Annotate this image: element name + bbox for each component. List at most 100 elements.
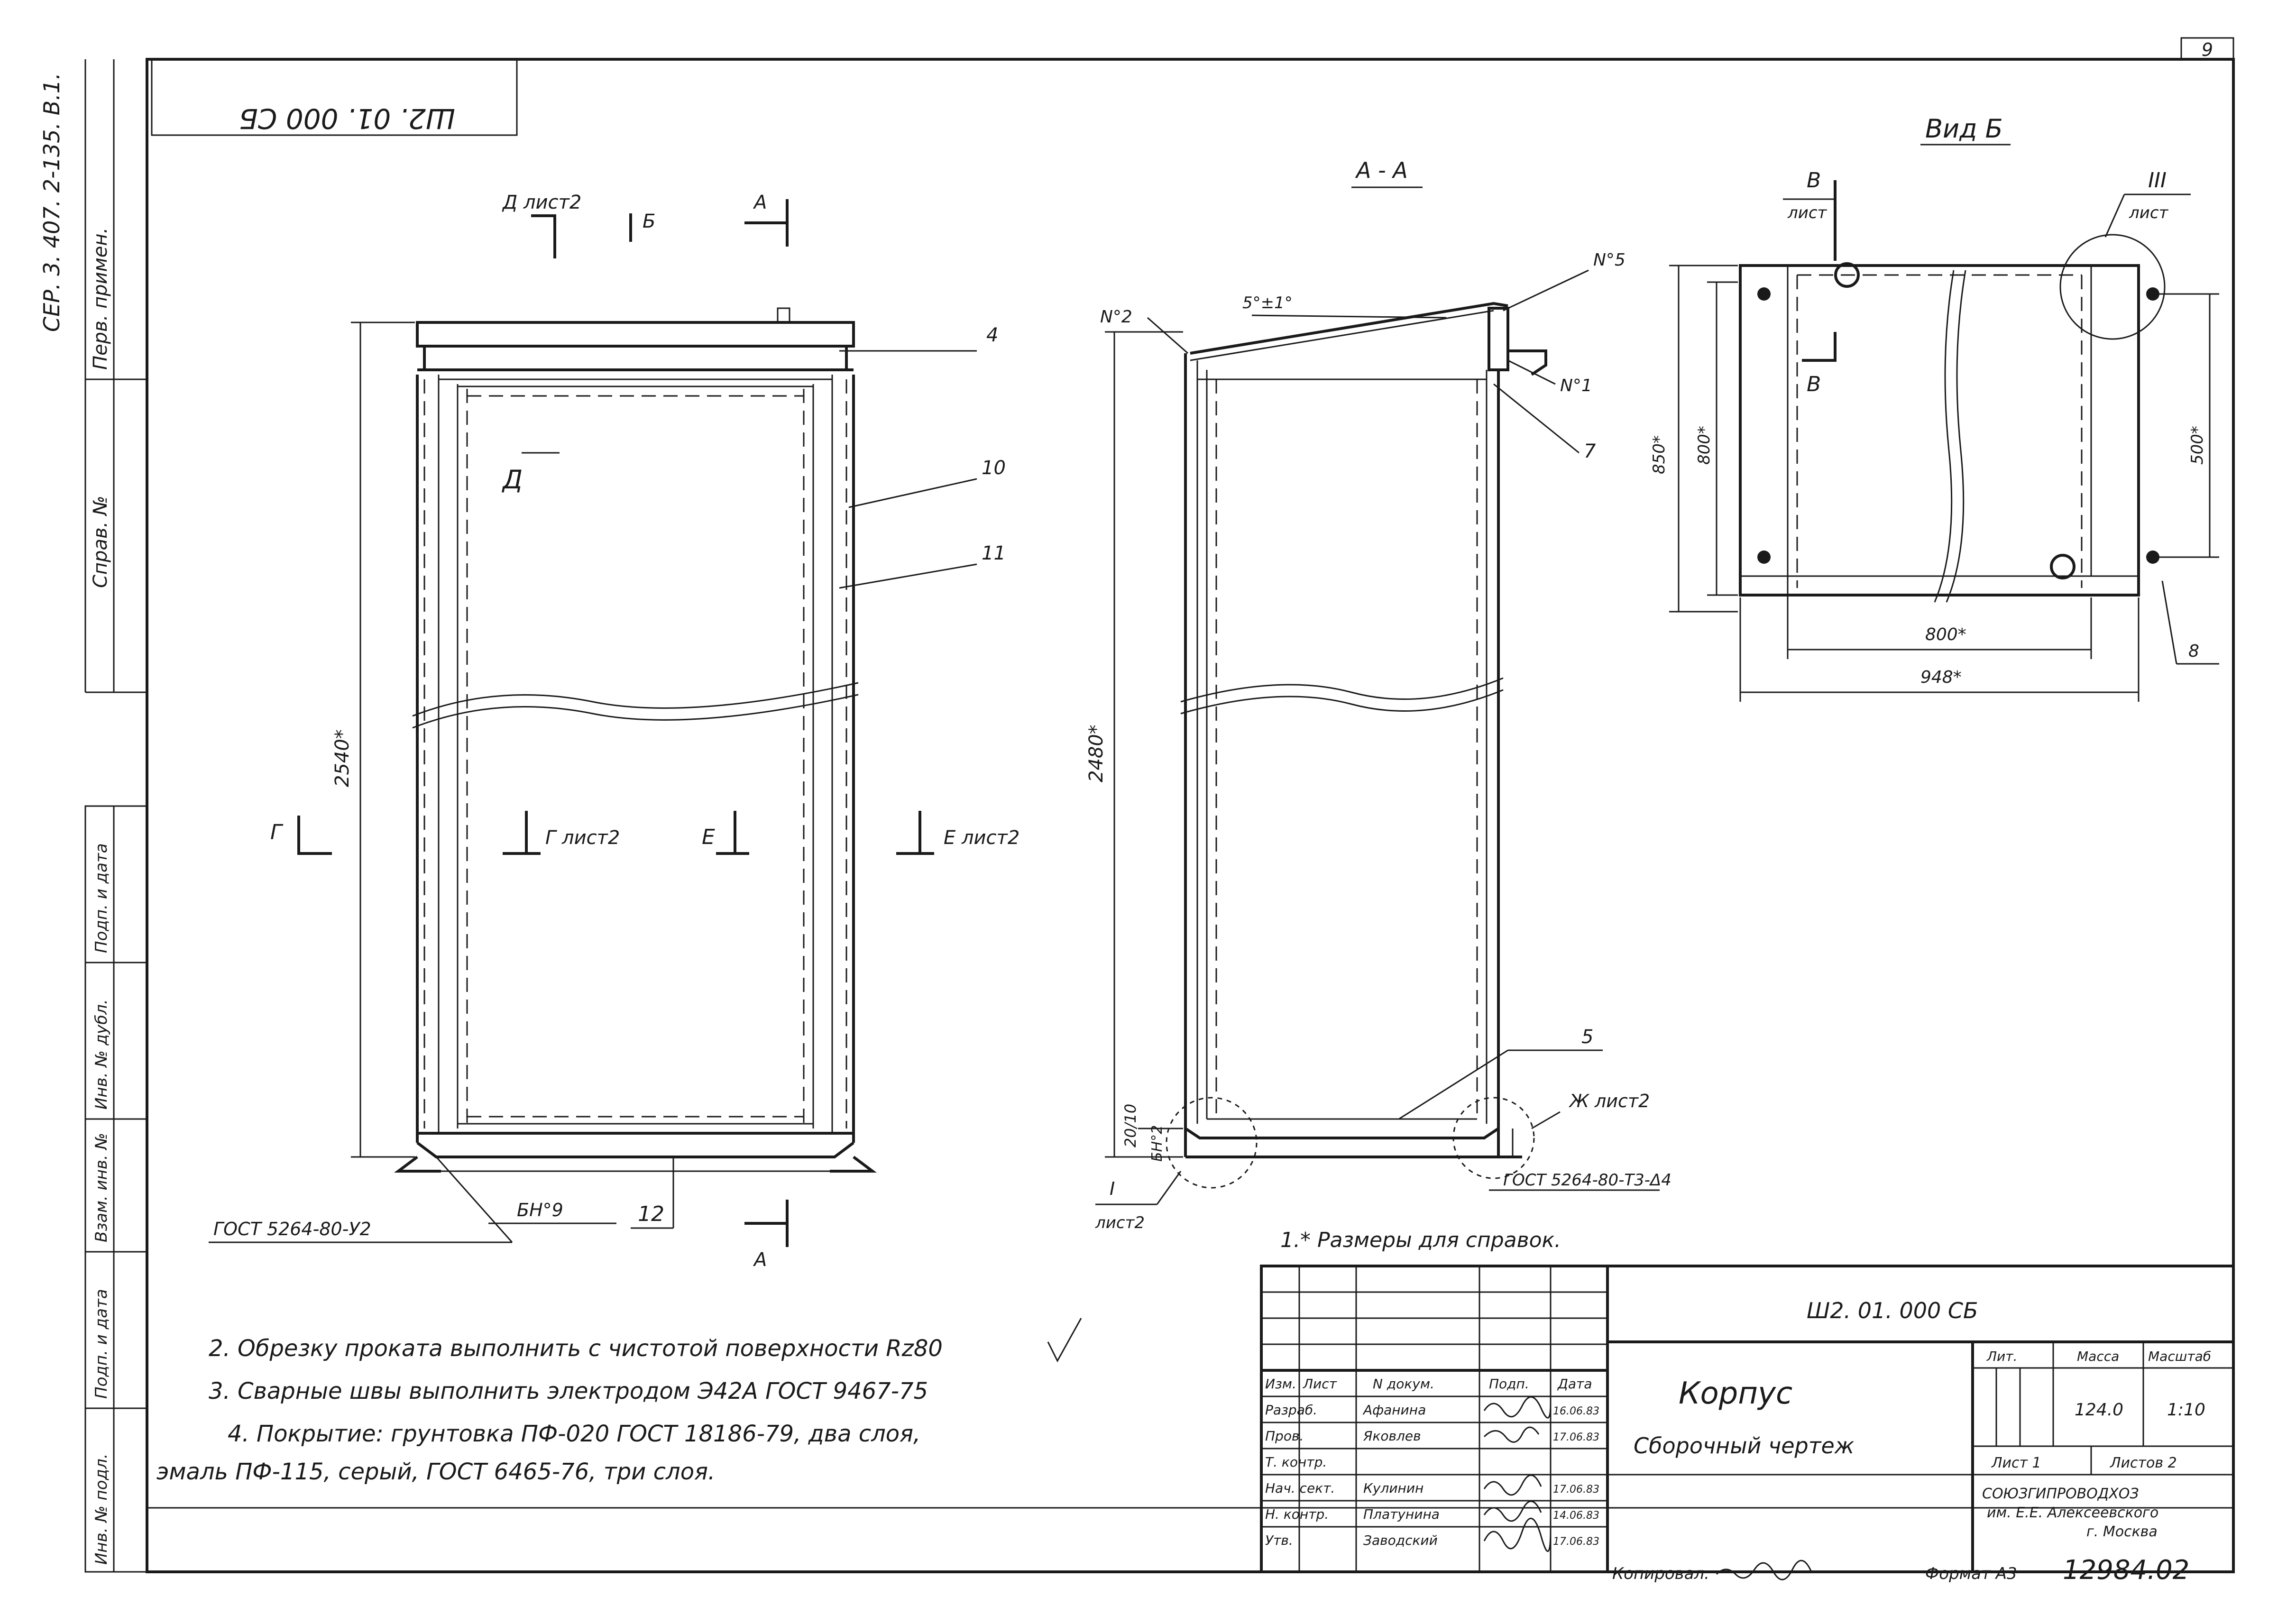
front-gost: ГОСТ 5264-80-У2 <box>213 1219 371 1239</box>
view-b-callout-8: 8 <box>2188 642 2199 661</box>
left-stamp-column: СЕР. 3. 407. 2-135. В.1. Перв. примен. С… <box>39 59 148 1573</box>
tb-name-2: Яковлев <box>1363 1428 1421 1444</box>
tb-org-2: им. Е.Е. Алексеевского <box>1987 1505 2158 1521</box>
section-gost: ГОСТ 5264-80-Т3-Δ4 <box>1503 1171 1671 1190</box>
front-cut-b: Б <box>643 211 655 232</box>
copied-label: Копировал: <box>1612 1564 1710 1583</box>
view-b: Вид Б В лист В III лист <box>1650 114 2219 702</box>
tb-name-6: Заводский <box>1363 1532 1438 1548</box>
front-cut-e: Е <box>702 825 715 849</box>
tb-date-1: 16.06.83 <box>1553 1405 1599 1417</box>
tb-name-4: Кулинин <box>1363 1480 1424 1496</box>
format-label: Формат А3 <box>1925 1564 2017 1583</box>
view-b-title: Вид Б <box>1925 114 2003 144</box>
section-detail-dim: 20/10 <box>1121 1104 1139 1147</box>
section-callout-n2-top: N°2 <box>1100 307 1132 327</box>
front-cut-e-list: Е лист2 <box>944 827 1019 849</box>
front-cut-g-list: Г лист2 <box>545 827 620 849</box>
note-4: 4. Покрытие: грунтовка ПФ-020 ГОСТ 18186… <box>228 1421 920 1447</box>
section-node-sheet: лист2 <box>1095 1213 1145 1232</box>
tb-role-2: Пров. <box>1265 1428 1304 1444</box>
view-b-cut-bottom: В <box>1807 372 1821 396</box>
tb-role-1: Разраб. <box>1265 1402 1317 1418</box>
view-b-dim-948: 948* <box>1920 668 1962 687</box>
note-1: 1.* Размеры для справок. <box>1280 1228 1561 1252</box>
tb-role-6: Утв. <box>1265 1532 1293 1548</box>
tb-date-2: 17.06.83 <box>1553 1431 1599 1443</box>
section-callout-n5: N°5 <box>1593 250 1626 270</box>
front-cut-d: Д лист2 <box>502 192 581 213</box>
tb-date-4: 17.06.83 <box>1553 1484 1599 1496</box>
stamp-label-3: Взам. инв. № <box>92 1133 111 1242</box>
tb-designation: Ш2. 01. 000 СБ <box>1807 1298 1978 1323</box>
tb-name-5: Платунина <box>1363 1506 1440 1522</box>
stamp-label-5: Инв. № подл. <box>92 1453 111 1565</box>
section-dim-height: 2480* <box>1085 725 1107 782</box>
tb-header-izm: Изм. <box>1265 1376 1296 1392</box>
section-title: А - А <box>1355 157 1408 183</box>
tb-scale: 1:10 <box>2167 1400 2205 1420</box>
tb-mass-label: Масса <box>2077 1349 2119 1364</box>
tb-role-3: Т. контр. <box>1265 1454 1327 1470</box>
first-use-label: Перв. примен. <box>90 228 111 370</box>
front-weld-mark: БН°9 <box>517 1200 563 1220</box>
section-a-a: А - А 5°±1° 2480* <box>1085 157 1671 1232</box>
tb-doc-type: Сборочный чертеж <box>1634 1433 1855 1459</box>
mirrored-designation-box: Ш2. 01. 000 СБ <box>151 58 518 136</box>
tb-date-6: 17.06.83 <box>1553 1536 1599 1548</box>
tb-header-doc: N докум. <box>1373 1376 1434 1392</box>
series-number: СЕР. 3. 407. 2-135. В.1. <box>39 73 64 332</box>
note-5: эмаль ПФ-115, серый, ГОСТ 6465-76, три с… <box>156 1459 715 1485</box>
tb-sheet: Лист 1 <box>1991 1455 2041 1471</box>
front-callout-11: 11 <box>982 542 1006 564</box>
front-callout-10: 10 <box>982 457 1006 479</box>
section-callout-7: 7 <box>1584 440 1596 462</box>
section-node-ref: I <box>1110 1178 1115 1199</box>
section-node-right: Ж лист2 <box>1569 1091 1650 1111</box>
tb-scale-label: Масштаб <box>2148 1349 2211 1364</box>
view-b-cut-sheet: лист <box>1787 203 1828 222</box>
reference-label: Справ. № <box>90 495 111 588</box>
tb-date-5: 14.06.83 <box>1553 1510 1599 1522</box>
tb-name: Корпус <box>1679 1376 1792 1411</box>
tb-lit-label: Лит. <box>1986 1349 2017 1364</box>
view-b-detail-ref: III <box>2148 168 2167 193</box>
front-cut-a-top: А <box>753 192 767 213</box>
page-number: 9 <box>2202 39 2213 60</box>
signatures <box>1483 1396 1552 1552</box>
tb-org-1: СОЮЗГИПРОВОДХОЗ <box>1982 1486 2139 1502</box>
section-angle: 5°±1° <box>1242 294 1293 312</box>
view-b-detail-sheet: лист <box>2129 203 2169 222</box>
note-2: 2. Обрезку проката выполнить с чистотой … <box>209 1335 943 1362</box>
view-b-cut-top: В <box>1807 168 1821 193</box>
front-callout-12: 12 <box>638 1202 664 1226</box>
stamp-label-2: Инв. № дубл. <box>92 999 111 1110</box>
inventory-number: 12984.02 <box>2063 1555 2189 1586</box>
tb-header-date: Дата <box>1557 1376 1592 1392</box>
tb-sheets: Листов 2 <box>2110 1455 2177 1471</box>
technical-notes: 1.* Размеры для справок. 2. Обрезку прок… <box>156 1228 1561 1485</box>
front-cut-g: Г <box>270 820 284 844</box>
tb-role-5: Н. контр. <box>1265 1506 1329 1522</box>
front-dim-height: 2540* <box>331 729 353 787</box>
view-b-dim-800h: 800* <box>1925 625 1966 644</box>
tb-role-4: Нач. сект. <box>1265 1480 1335 1496</box>
front-cut-a-bottom: А <box>753 1249 767 1271</box>
front-cut-d-small: Д <box>502 465 523 495</box>
tb-header-list: Лист <box>1303 1376 1337 1392</box>
front-callout-4: 4 <box>986 324 998 346</box>
view-b-dim-500: 500* <box>2188 426 2207 465</box>
front-view: 2540* Д лист2 Б А Д Г Г лист2 Е Е лист2 … <box>209 192 1019 1271</box>
stamp-label-4: Подп. и дата <box>92 1289 111 1399</box>
tb-header-sign: Подп. <box>1489 1376 1529 1392</box>
stamp-label-1: Подп. и дата <box>92 843 111 953</box>
view-b-dim-800v: 800* <box>1695 426 1714 465</box>
title-block: Изм. Лист N докум. Подп. Дата Разраб. Аф… <box>1260 1265 2235 1573</box>
section-callout-n1: N°1 <box>1560 376 1592 395</box>
tb-name-1: Афанина <box>1362 1402 1426 1418</box>
bottom-strip: Копировал: Формат А3 12984.02 <box>1612 1555 2189 1586</box>
section-weld-mark: БН°2 <box>1149 1125 1166 1162</box>
mirrored-designation: Ш2. 01. 000 СБ <box>239 102 455 135</box>
section-callout-5: 5 <box>1581 1026 1593 1048</box>
